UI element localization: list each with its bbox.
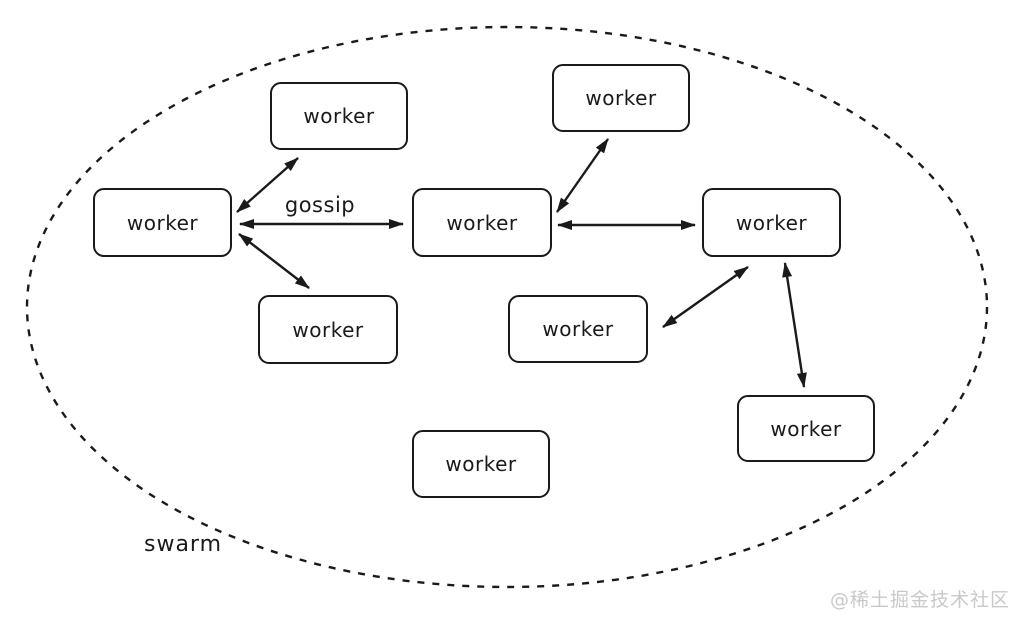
watermark-text: @稀土掘金技术社区 [829, 589, 1010, 611]
worker-node: worker [552, 64, 690, 132]
swarm-label: swarm [144, 532, 223, 557]
worker-node-label: worker [770, 416, 842, 441]
swarm-boundary-ellipse [25, 25, 989, 589]
worker-node-label: worker [735, 210, 808, 235]
worker-node-label: worker [585, 86, 657, 110]
gossip-edge-label: gossip [284, 193, 356, 217]
worker-node: worker [270, 82, 408, 150]
worker-link-arrow [662, 266, 749, 328]
worker-link-arrow [236, 157, 299, 213]
worker-node: worker [258, 295, 398, 364]
worker-node-label: worker [446, 210, 518, 235]
worker-node: worker [508, 295, 648, 363]
worker-node: worker [93, 188, 232, 257]
worker-link-arrow [782, 262, 807, 388]
worker-link-arrow [556, 138, 609, 213]
worker-node: worker [412, 430, 550, 498]
worker-node-label: worker [542, 317, 614, 341]
worker-node: worker [737, 395, 875, 462]
worker-node-label: worker [445, 452, 517, 476]
worker-link-arrow [238, 233, 310, 289]
worker-node-label: worker [126, 210, 199, 235]
worker-node-label: worker [303, 104, 375, 128]
worker-node-label: worker [292, 317, 364, 342]
worker-node: worker [412, 188, 552, 257]
gossip-edges-group [236, 138, 807, 388]
worker-node: worker [702, 188, 841, 257]
